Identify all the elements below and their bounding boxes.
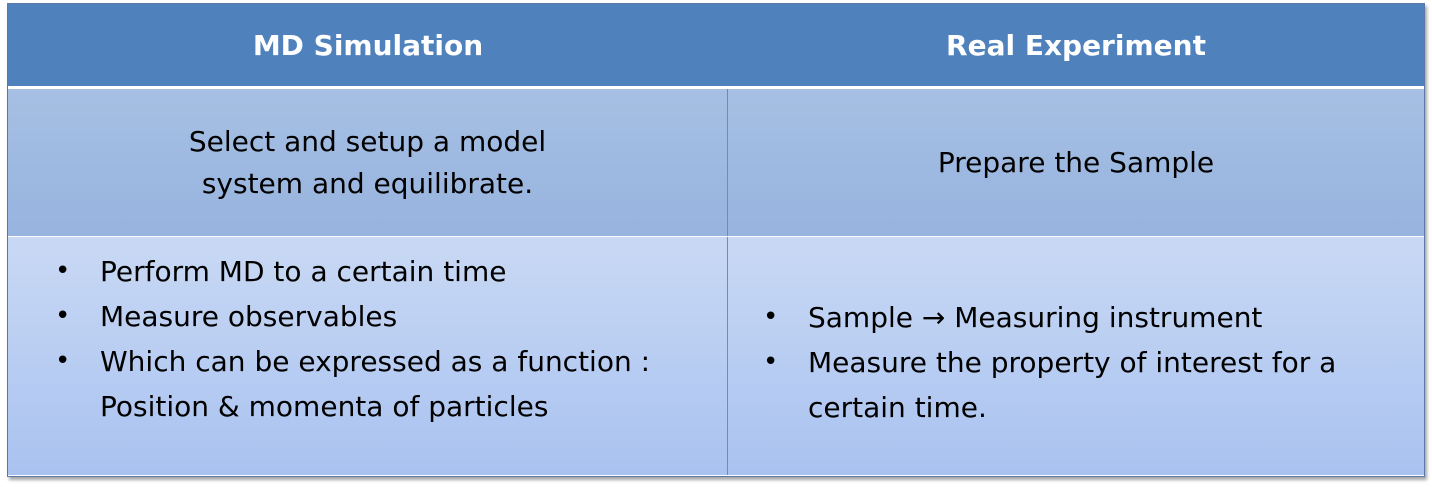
header-md-simulation: MD Simulation — [252, 28, 484, 62]
setup-simulation-line1: Select and setup a model — [188, 124, 547, 158]
prepare-sample-text: Prepare the Sample — [937, 145, 1215, 179]
bullet-icon: • — [55, 346, 71, 376]
table-row-setup: Select and setup a model system and equi… — [8, 89, 1424, 237]
list-item: • Measure observables • Which can be exp… — [55, 294, 710, 429]
experiment-steps-list: • Sample → Measuring instrument • Measur… — [763, 295, 1408, 430]
table-header-row: MD Simulation Real Experiment — [8, 4, 1424, 89]
cell-measure-simulation: • Perform MD to a certain time • Measure… — [8, 237, 728, 475]
list-item: • Which can be expressed as a function :… — [55, 339, 710, 429]
list-item: • Sample → Measuring instrument — [763, 295, 1408, 340]
bullet-icon: • — [55, 256, 71, 286]
bullet-icon: • — [55, 301, 71, 331]
list-item: • Measure the property of interest for a… — [763, 340, 1408, 430]
setup-simulation-text: Select and setup a model system and equi… — [148, 121, 588, 205]
table-row-measure: • Perform MD to a certain time • Measure… — [8, 237, 1424, 475]
cell-setup-simulation: Select and setup a model system and equi… — [8, 89, 728, 236]
bullet-icon: • — [763, 347, 779, 377]
cell-measure-experiment: • Sample → Measuring instrument • Measur… — [728, 237, 1424, 475]
setup-simulation-line2: system and equilibrate. — [201, 166, 534, 200]
header-real-experiment: Real Experiment — [946, 28, 1206, 62]
cell-prepare-sample: Prepare the Sample — [728, 89, 1424, 236]
comparison-table: MD Simulation Real Experiment Select and… — [7, 3, 1425, 477]
observables-sub-list: • Which can be expressed as a function :… — [55, 339, 710, 429]
bullet-icon: • — [763, 302, 779, 332]
list-item: • Perform MD to a certain time — [55, 249, 710, 294]
simulation-steps-list: • Perform MD to a certain time • Measure… — [55, 249, 710, 429]
